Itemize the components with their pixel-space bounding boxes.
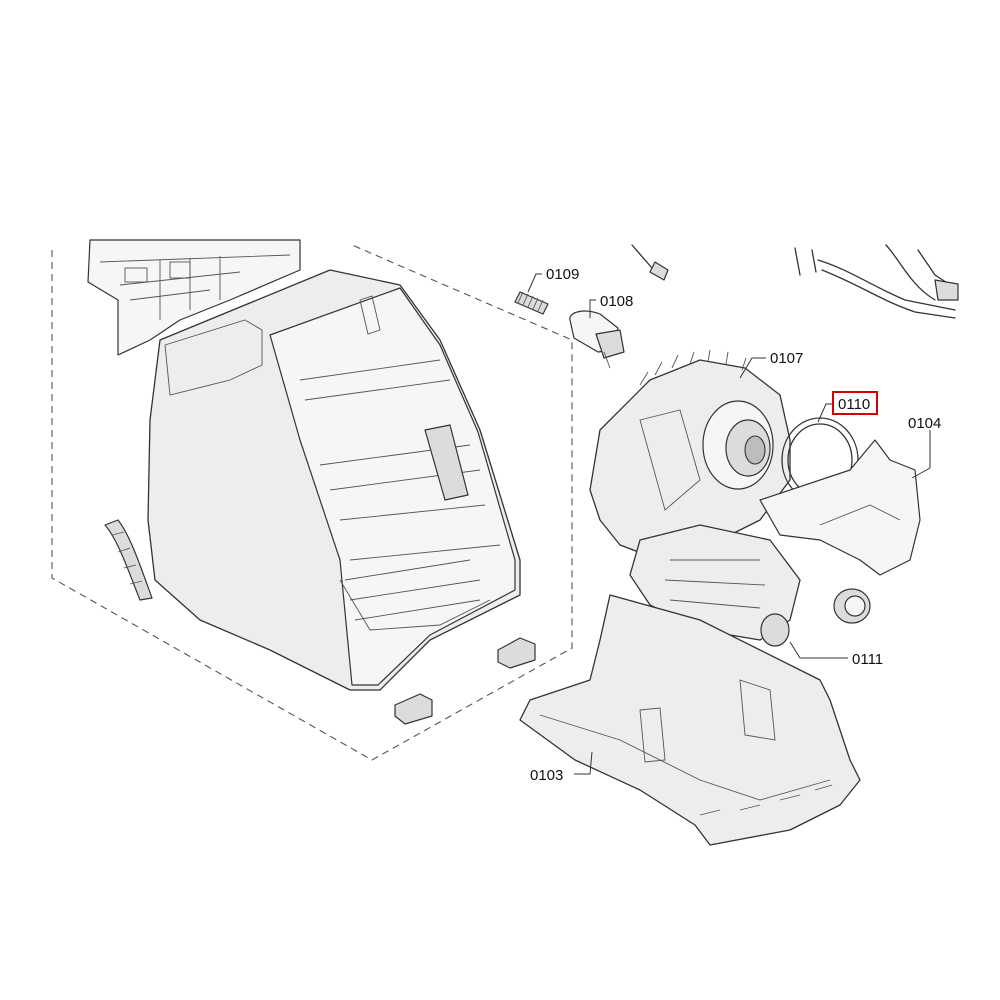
- callout-0108: 0108: [600, 293, 633, 310]
- frame-part-topleft: [87, 239, 301, 356]
- callout-0103: 0103: [530, 767, 563, 784]
- curved-clip-part: [104, 519, 153, 601]
- base-part-0103: [519, 594, 861, 846]
- wire-harness-small: [631, 244, 669, 281]
- grommet-part-0111: [833, 588, 871, 624]
- callout-0111: 0111: [852, 651, 883, 668]
- grinder-assembly-0107: [589, 349, 791, 561]
- callout-0104: 0104: [908, 415, 941, 432]
- bracket-part-0104: [759, 439, 921, 576]
- assembly-dashed-frame: [51, 244, 573, 761]
- housing-cover: [147, 269, 521, 691]
- sensor-part-0108: [569, 310, 625, 369]
- spring-part-0109: [514, 291, 549, 315]
- leader-lines: [527, 273, 931, 775]
- housing-feet: [394, 637, 536, 725]
- callout-0107: 0107: [770, 350, 803, 367]
- callout-0110-highlight-box: [832, 391, 878, 415]
- wire-harness-top-right: [794, 244, 959, 319]
- motor-body: [629, 524, 801, 647]
- callout-0110: 0110: [838, 396, 870, 413]
- callout-0109: 0109: [546, 266, 579, 283]
